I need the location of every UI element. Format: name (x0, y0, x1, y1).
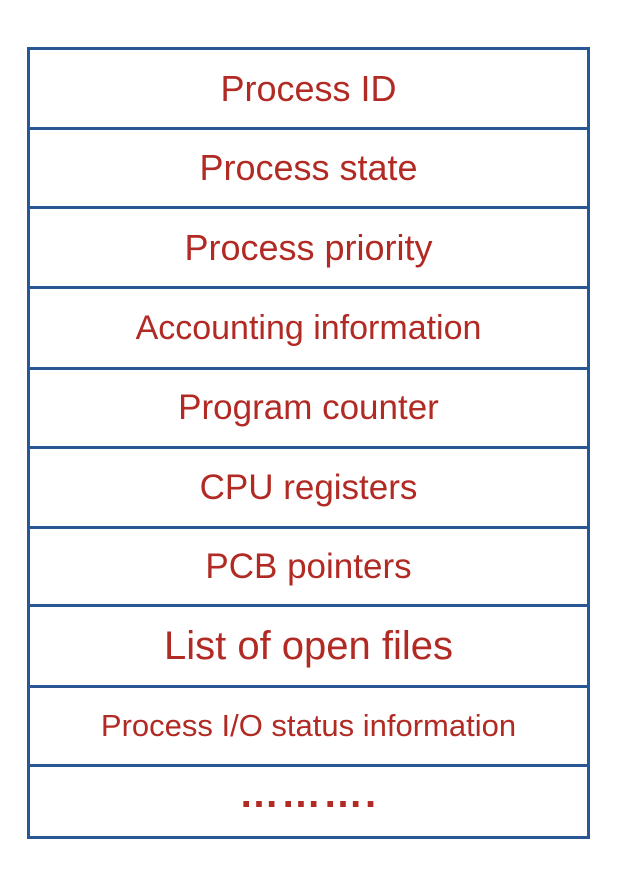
pcb-row-cpu-registers: CPU registers (30, 449, 587, 529)
pcb-table: Process ID Process state Process priorit… (27, 47, 590, 839)
pcb-row-process-priority: Process priority (30, 209, 587, 289)
pcb-row-accounting-information: Accounting information (30, 289, 587, 370)
pcb-row-pcb-pointers: PCB pointers (30, 529, 587, 607)
pcb-row-process-state: Process state (30, 130, 587, 209)
pcb-row-program-counter: Program counter (30, 370, 587, 449)
pcb-row-process-id: Process ID (30, 50, 587, 130)
pcb-row-list-of-open-files: List of open files (30, 607, 587, 688)
pcb-row-process-io-status: Process I/O status information (30, 688, 587, 767)
pcb-row-ellipsis: ………. (238, 772, 379, 816)
